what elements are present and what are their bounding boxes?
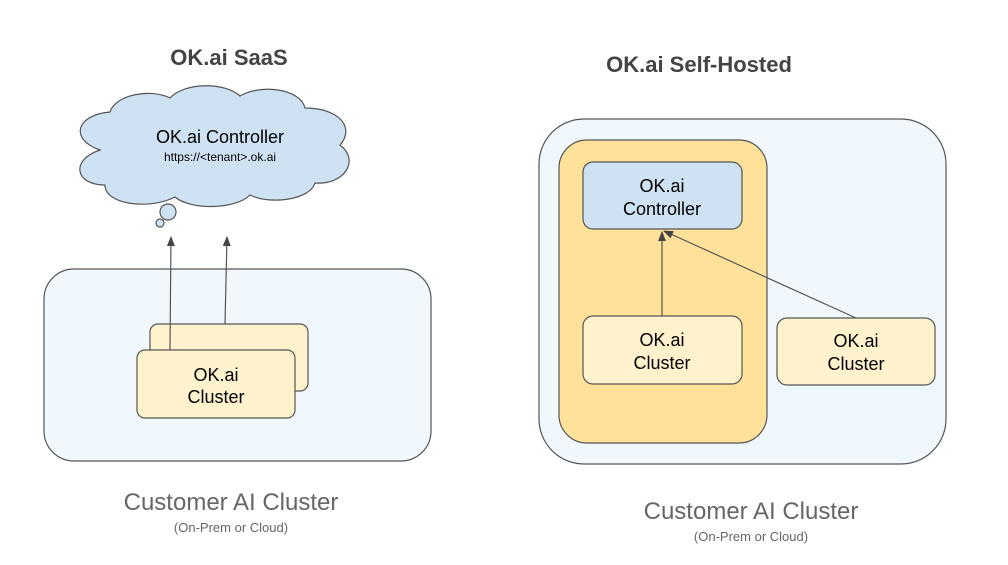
selfhosted-controller-line2: Controller	[623, 199, 701, 219]
selfhosted-inner-cluster-line1: OK.ai	[639, 330, 684, 350]
selfhosted-caption-sub: (On-Prem or Cloud)	[694, 529, 808, 544]
saas-cluster-label-line2: Cluster	[187, 387, 244, 407]
selfhosted-arrow-outer	[663, 230, 857, 319]
selfhosted-outer-cluster-line2: Cluster	[827, 354, 884, 374]
saas-cluster-box-front	[136, 349, 296, 419]
selfhosted-inner-cluster-box	[582, 315, 743, 385]
selfhosted-controller-line1: OK.ai	[639, 176, 684, 196]
saas-cluster-label-line1: OK.ai	[193, 365, 238, 385]
saas-controller-url: https://<tenant>.ok.ai	[164, 150, 276, 164]
selfhosted-outer-cluster-box	[776, 317, 936, 386]
saas-arrow-1	[166, 236, 175, 351]
saas-caption-main: Customer AI Cluster	[124, 489, 339, 516]
selfhosted-controller-box	[582, 161, 743, 230]
selfhosted-caption-main: Customer AI Cluster	[644, 498, 859, 525]
saas-controller-cloud	[79, 85, 350, 228]
saas-caption-sub: (On-Prem or Cloud)	[174, 520, 288, 535]
selfhosted-title: OK.ai Self-Hosted	[606, 52, 792, 77]
selfhosted-inner-cluster-line2: Cluster	[633, 353, 690, 373]
selfhosted-outer-cluster-line1: OK.ai	[833, 331, 878, 351]
saas-title: OK.ai SaaS	[170, 45, 287, 70]
saas-arrow-2	[222, 236, 231, 325]
saas-controller-label: OK.ai Controller	[156, 127, 284, 147]
